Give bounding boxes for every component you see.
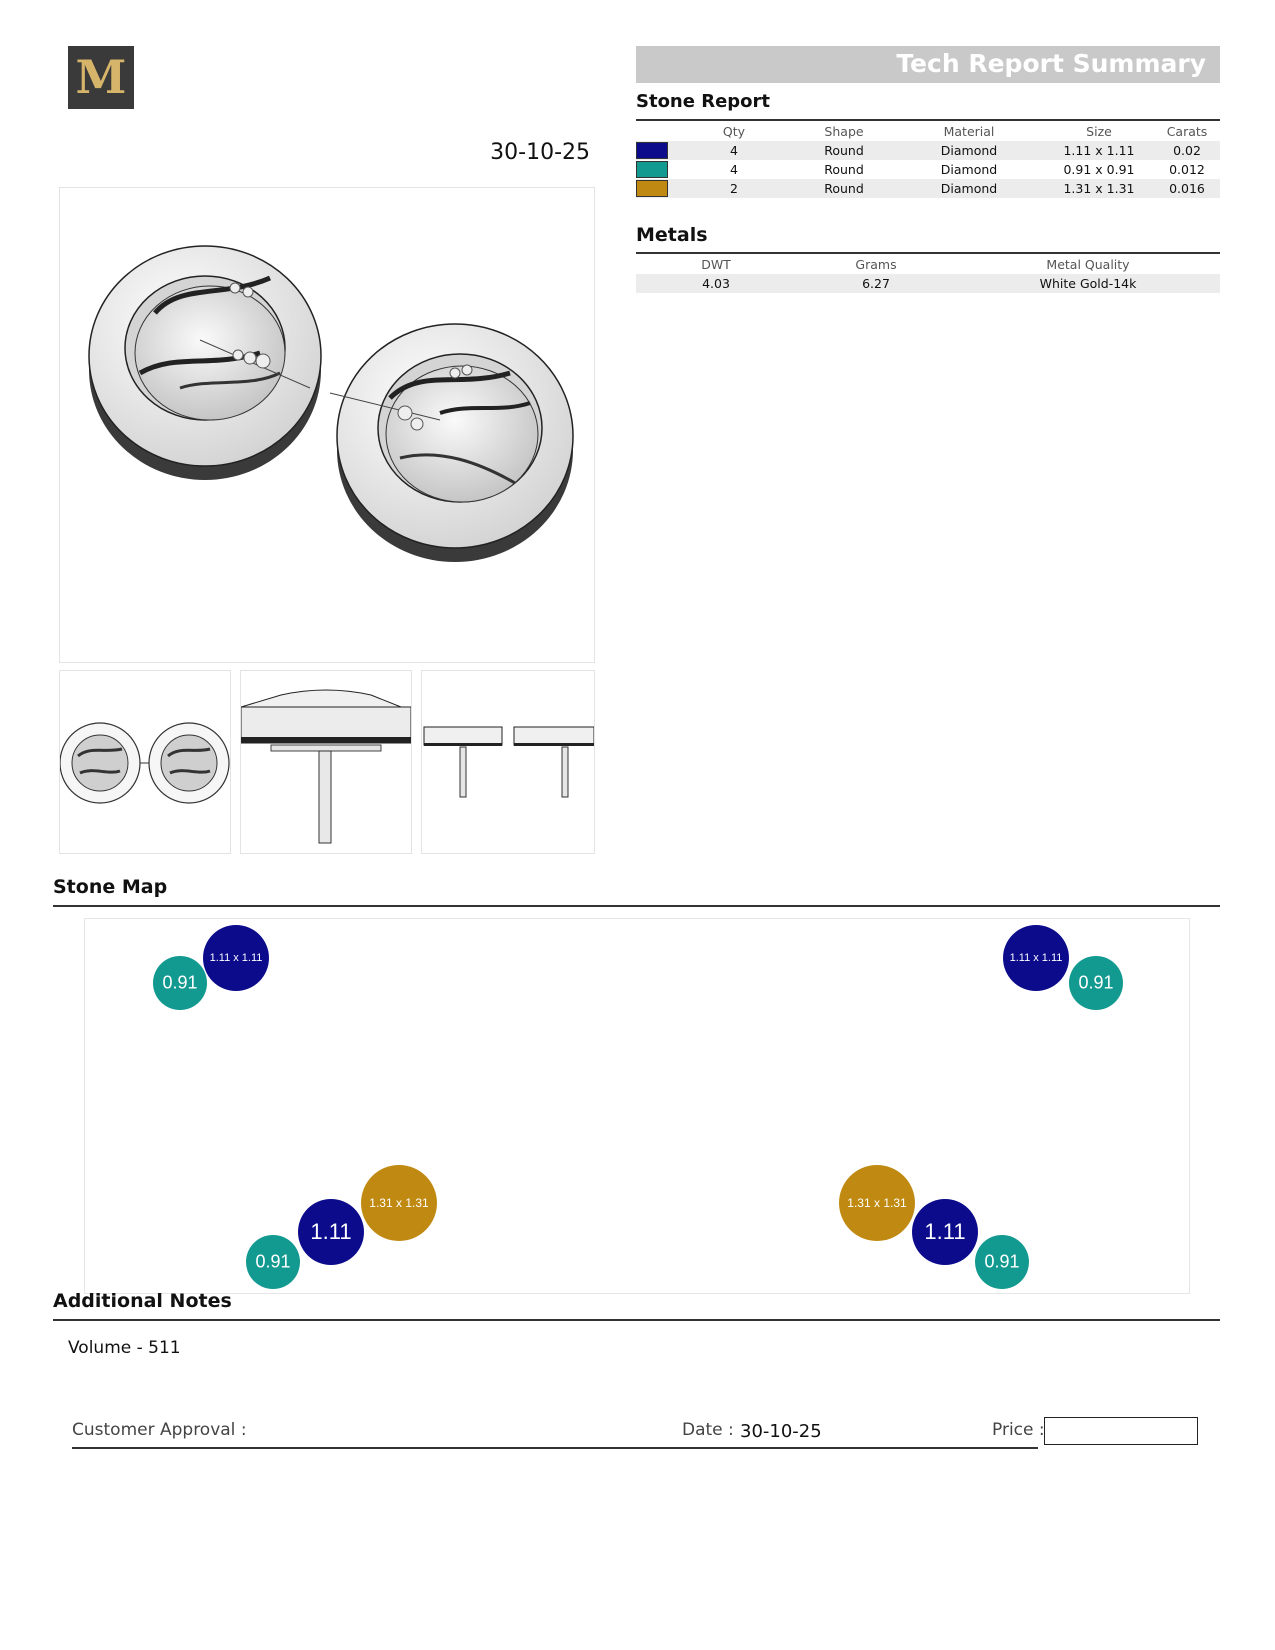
stone-carats: 0.02	[1154, 141, 1220, 160]
notes-title: Additional Notes	[53, 1290, 232, 1312]
main-render-image	[59, 187, 595, 663]
map-stone-label: 1.11	[310, 1219, 352, 1244]
approval-signature-line	[72, 1447, 1038, 1449]
stone-color-swatch	[636, 180, 668, 197]
document-date: 30-10-25	[490, 140, 590, 165]
map-stone: 1.31 x 1.31	[839, 1165, 915, 1241]
stone-qty: 4	[674, 141, 794, 160]
stone-report-table: Qty Shape Material Size Carats 4 Round D…	[636, 121, 1220, 198]
map-stone-label: 1.31 x 1.31	[847, 1196, 907, 1210]
metals-rule	[636, 252, 1220, 254]
front-view-render	[423, 726, 594, 798]
stone-shape: Round	[794, 141, 894, 160]
map-stone: 0.91	[975, 1235, 1029, 1289]
map-stone: 0.91	[153, 956, 207, 1010]
stone-size: 1.11 x 1.11	[1044, 141, 1154, 160]
date-label: Date :	[682, 1420, 734, 1440]
stone-map-title: Stone Map	[53, 876, 168, 898]
logo-letter: M	[75, 50, 127, 104]
stone-carats: 0.012	[1169, 162, 1205, 177]
map-stone: 1.11 x 1.11	[203, 925, 269, 991]
left-earring	[88, 245, 322, 480]
thumbnail-front-view[interactable]	[421, 670, 595, 854]
stone-map-rule	[53, 905, 1220, 907]
stone-report-title: Stone Report	[636, 91, 771, 112]
map-stone: 0.91	[1069, 956, 1123, 1010]
stone-shape: Round	[794, 179, 894, 198]
company-logo: M	[68, 46, 134, 109]
table-row: 2 Round Diamond 1.31 x 1.31 0.016	[636, 179, 1220, 198]
stone-report-header: Qty Shape Material Size Carats	[636, 121, 1220, 141]
side-view-render	[241, 689, 411, 844]
map-stone-label: 0.91	[1078, 972, 1114, 993]
col-metal-quality: Metal Quality	[1046, 256, 1130, 272]
stone-material: Diamond	[894, 179, 1044, 198]
map-stone-label: 1.11	[924, 1219, 966, 1244]
stone-color-swatch	[636, 161, 668, 178]
stone-size: 1.31 x 1.31	[1044, 179, 1154, 198]
col-grams: Grams	[855, 256, 897, 272]
stone-material: Diamond	[894, 141, 1044, 160]
stone-carats: 0.016	[1154, 179, 1220, 198]
thumbnail-side-view[interactable]	[240, 670, 412, 854]
report-title-band: Tech Report Summary	[636, 46, 1220, 83]
col-material: Material	[943, 123, 995, 139]
table-row: 4 Round Diamond 1.11 x 1.11 0.02	[636, 141, 1220, 160]
map-stone: 1.11 x 1.11	[1003, 925, 1069, 991]
stone-report-rule	[636, 119, 1220, 121]
notes-text: Volume - 511	[68, 1338, 181, 1358]
col-dwt: DWT	[701, 256, 731, 272]
stone-material: Diamond	[940, 162, 998, 177]
stone-map: 0.91 1.11 x 1.11 1.11 x 1.11 0.91 0.91 1…	[84, 918, 1190, 1294]
col-swatch	[636, 121, 674, 141]
price-field[interactable]	[1044, 1417, 1198, 1445]
earrings-render	[88, 245, 574, 562]
approval-date-value: 30-10-25	[740, 1421, 822, 1442]
metals-header: DWT Grams Metal Quality	[636, 254, 1220, 274]
col-qty: Qty	[722, 123, 746, 139]
stone-qty: 2	[674, 179, 794, 198]
table-row: 4.03 6.27 White Gold-14k	[636, 274, 1220, 293]
map-stone-label: 1.31 x 1.31	[369, 1196, 429, 1210]
stone-qty: 4	[730, 162, 738, 177]
map-stone: 1.11	[912, 1199, 978, 1265]
col-size: Size	[1086, 123, 1112, 139]
notes-rule	[53, 1319, 1220, 1321]
metal-quality: White Gold-14k	[956, 274, 1220, 293]
customer-approval-label: Customer Approval :	[72, 1420, 247, 1440]
top-view-render	[60, 722, 230, 804]
map-stone-label: 1.11 x 1.11	[209, 952, 263, 964]
right-earring	[329, 323, 574, 562]
map-stone-label: 0.91	[255, 1251, 291, 1272]
thumbnail-top-view[interactable]	[59, 670, 231, 854]
price-label: Price :	[992, 1420, 1045, 1440]
map-stone-label: 0.91	[162, 972, 198, 993]
stone-color-swatch	[636, 142, 668, 159]
table-row: 4 Round Diamond 0.91 x 0.91 0.012	[636, 160, 1220, 179]
metals-title: Metals	[636, 224, 708, 246]
map-stone-label: 0.91	[984, 1251, 1020, 1272]
metals-table: DWT Grams Metal Quality 4.03 6.27 White …	[636, 254, 1220, 293]
col-carats: Carats	[1166, 123, 1208, 139]
report-title: Tech Report Summary	[896, 49, 1206, 78]
metal-grams: 6.27	[796, 274, 956, 293]
col-shape: Shape	[824, 123, 864, 139]
stone-shape: Round	[824, 162, 864, 177]
map-stone: 0.91	[246, 1235, 300, 1289]
map-stone-label: 1.11 x 1.11	[1009, 952, 1063, 964]
map-stone: 1.31 x 1.31	[361, 1165, 437, 1241]
map-stone: 1.11	[298, 1199, 364, 1265]
metal-dwt: 4.03	[636, 274, 796, 293]
stone-size: 0.91 x 0.91	[1063, 162, 1135, 177]
